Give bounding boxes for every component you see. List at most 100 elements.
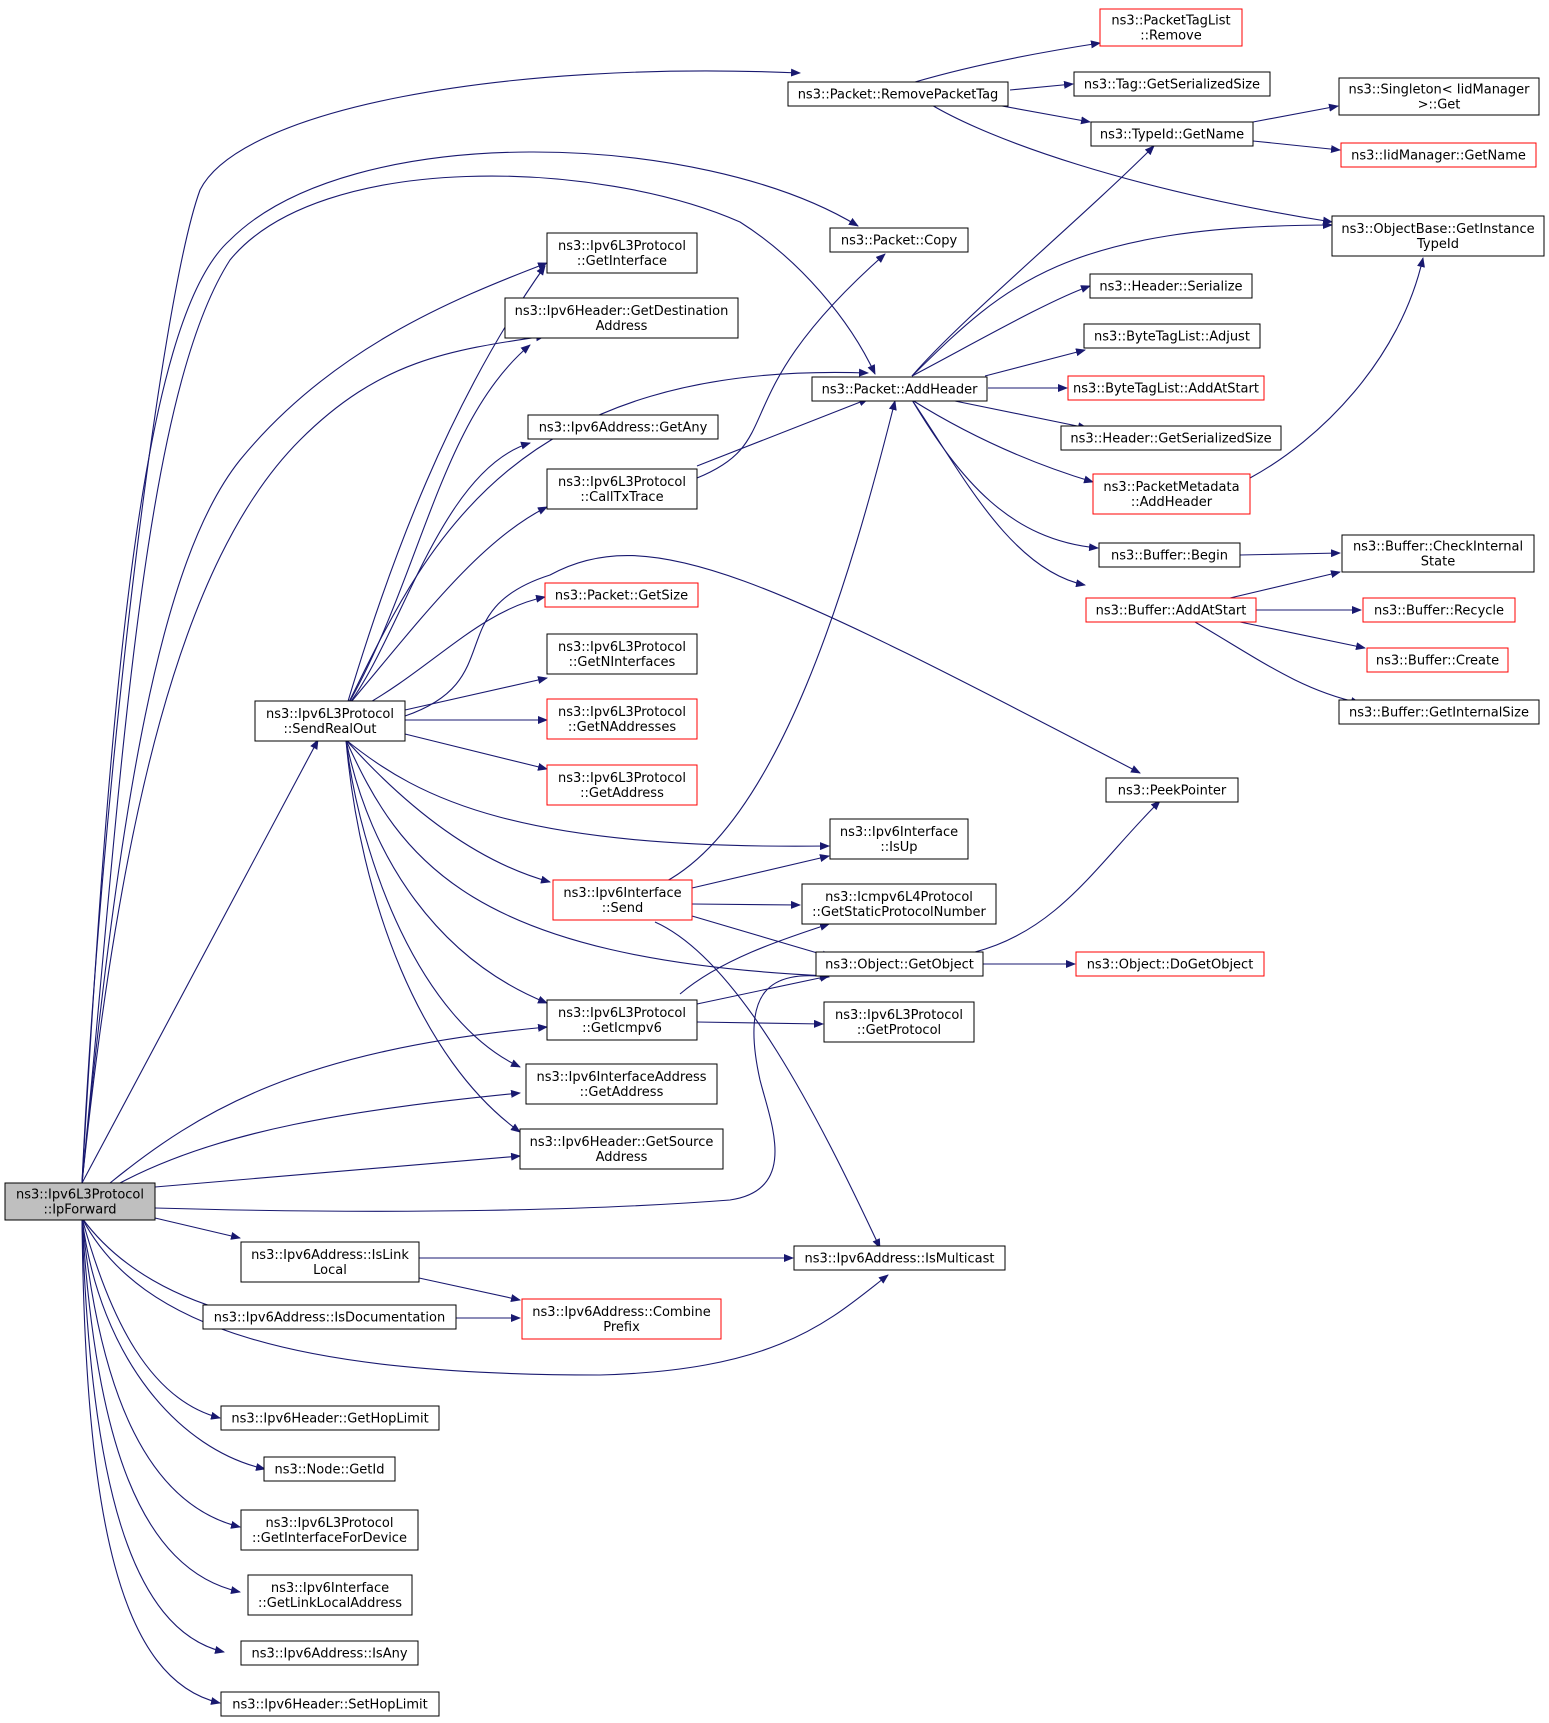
- node-getifdev[interactable]: ns3::Ipv6L3Protocol::GetInterfaceForDevi…: [240, 1509, 419, 1551]
- node-bufrecycle[interactable]: ns3::Buffer::Recycle: [1362, 597, 1516, 623]
- node-label: ns3::ByteTagList::Adjust: [1094, 330, 1250, 345]
- node-label: Prefix: [603, 1320, 640, 1335]
- edge: [154, 971, 830, 1212]
- edge: [914, 40, 1101, 83]
- edge: [1194, 621, 1361, 706]
- node-box: [1060, 425, 1282, 451]
- node-ifaddrget[interactable]: ns3::Ipv6InterfaceAddress::GetAddress: [525, 1063, 718, 1105]
- node-box: [811, 376, 988, 402]
- node-label: ns3::Ipv6L3Protocol: [558, 1006, 686, 1021]
- node-label: ns3::Ipv6L3Protocol: [835, 1008, 963, 1023]
- node-label: ::CallTxTrace: [580, 490, 663, 505]
- node-bufintsize[interactable]: ns3::Buffer::GetInternalSize: [1338, 699, 1540, 725]
- node-hdrser[interactable]: ns3::Header::Serialize: [1089, 273, 1253, 299]
- edge: [654, 921, 881, 1249]
- node-ismcast[interactable]: ns3::Ipv6Address::IsMulticast: [793, 1245, 1006, 1271]
- node-box: [1338, 699, 1540, 725]
- edge: [696, 1019, 824, 1028]
- node-getiface[interactable]: ns3::Ipv6L3Protocol::GetInterface: [546, 232, 698, 274]
- node-singleton[interactable]: ns3::Singleton< IidManager>::Get: [1338, 77, 1540, 116]
- edge: [1239, 549, 1341, 558]
- edge: [154, 1152, 521, 1188]
- node-removepkttag[interactable]: ns3::Packet::RemovePacketTag: [787, 81, 1009, 107]
- node-bufbegin[interactable]: ns3::Buffer::Begin: [1098, 542, 1241, 568]
- node-isdoc[interactable]: ns3::Ipv6Address::IsDocumentation: [202, 1304, 457, 1330]
- edge: [359, 594, 546, 709]
- node-box: [829, 227, 969, 253]
- node-pktcopy[interactable]: ns3::Packet::Copy: [829, 227, 969, 253]
- node-getnaddr[interactable]: ns3::Ipv6L3Protocol::GetNAddresses: [546, 698, 698, 740]
- node-iidname[interactable]: ns3::IidManager::GetName: [1340, 142, 1537, 168]
- node-ifaceisup[interactable]: ns3::Ipv6Interface::IsUp: [829, 818, 969, 860]
- edge: [81, 739, 319, 1184]
- node-getaddr[interactable]: ns3::Ipv6L3Protocol::GetAddress: [546, 764, 698, 806]
- node-nodeid[interactable]: ns3::Node::GetId: [263, 1456, 396, 1482]
- edge: [911, 399, 1094, 484]
- node-sethop[interactable]: ns3::Ipv6Header::SetHopLimit: [220, 1691, 440, 1717]
- edge: [974, 800, 1161, 953]
- node-box: [1075, 951, 1265, 977]
- edge: [81, 1217, 221, 1420]
- node-label: ns3::IidManager::GetName: [1351, 149, 1526, 164]
- node-peekptr[interactable]: ns3::PeekPointer: [1105, 777, 1239, 803]
- node-isany[interactable]: ns3::Ipv6Address::IsAny: [240, 1640, 419, 1666]
- node-removetag[interactable]: ns3::PacketTagList::Remove: [1099, 8, 1243, 47]
- edge: [949, 399, 1088, 431]
- node-objgetobj[interactable]: ns3::Object::GetObject: [815, 951, 984, 977]
- node-hdrsersize[interactable]: ns3::Header::GetSerializedSize: [1060, 425, 1282, 451]
- node-box: [1099, 8, 1243, 47]
- node-box: [1331, 215, 1545, 257]
- edge: [345, 739, 521, 1133]
- node-box: [525, 1063, 718, 1105]
- node-pmaddhdr[interactable]: ns3::PacketMetadata::AddHeader: [1092, 473, 1251, 515]
- node-box: [1366, 647, 1509, 673]
- node-label: ::GetStaticProtocolNumber: [812, 905, 986, 920]
- node-getlinklocal[interactable]: ns3::Ipv6Interface::GetLinkLocalAddress: [247, 1574, 413, 1616]
- edge: [154, 1217, 241, 1240]
- node-ifacesend[interactable]: ns3::Ipv6Interface::Send: [552, 879, 693, 921]
- node-box: [829, 818, 969, 860]
- node-bufaddstart[interactable]: ns3::Buffer::AddAtStart: [1085, 597, 1257, 623]
- node-getany[interactable]: ns3::Ipv6Address::GetAny: [527, 414, 719, 440]
- node-objdoget[interactable]: ns3::Object::DoGetObject: [1075, 951, 1265, 977]
- edge: [1229, 570, 1341, 599]
- node-label: ns3::Node::GetId: [275, 1463, 385, 1478]
- node-tagser[interactable]: ns3::Tag::GetSerializedSize: [1073, 71, 1271, 97]
- edge: [119, 1089, 521, 1184]
- node-box: [1105, 777, 1239, 803]
- node-gethop[interactable]: ns3::Ipv6Header::GetHopLimit: [220, 1405, 440, 1431]
- node-btladjust[interactable]: ns3::ByteTagList::Adjust: [1083, 323, 1261, 349]
- node-geticmp[interactable]: ns3::Ipv6L3Protocol::GetIcmpv6: [546, 999, 698, 1041]
- node-sendrealout[interactable]: ns3::Ipv6L3Protocol::SendRealOut: [254, 700, 406, 742]
- node-label: ns3::Buffer::GetInternalSize: [1349, 706, 1529, 721]
- node-addheader[interactable]: ns3::Packet::AddHeader: [811, 376, 988, 402]
- node-label: Address: [596, 319, 648, 334]
- edge: [929, 103, 1333, 225]
- node-icmpstatic[interactable]: ns3::Icmpv6L4Protocol::GetStaticProtocol…: [801, 883, 997, 925]
- edge: [81, 1217, 889, 1376]
- edge: [345, 506, 548, 709]
- node-calltx[interactable]: ns3::Ipv6L3Protocol::CallTxTrace: [546, 468, 698, 510]
- node-ipforward[interactable]: ns3::Ipv6L3Protocol::IpForward: [4, 1182, 156, 1221]
- node-label: ::IpForward: [43, 1203, 116, 1218]
- node-label: ::GetNAddresses: [568, 720, 676, 735]
- node-bufcreate[interactable]: ns3::Buffer::Create: [1366, 647, 1509, 673]
- node-btladdstart[interactable]: ns3::ByteTagList::AddAtStart: [1067, 375, 1265, 401]
- node-box: [1067, 375, 1265, 401]
- edge: [1252, 140, 1341, 154]
- node-pktsize[interactable]: ns3::Packet::GetSize: [544, 582, 699, 608]
- node-label: ns3::ObjectBase::GetInstance: [1341, 222, 1534, 237]
- node-getnif[interactable]: ns3::Ipv6L3Protocol::GetNInterfaces: [546, 633, 698, 675]
- node-getproto[interactable]: ns3::Ipv6L3Protocol::GetProtocol: [823, 1001, 975, 1043]
- node-box: [263, 1456, 396, 1482]
- node-label: ns3::Packet::Copy: [841, 234, 958, 249]
- node-label: ns3::Ipv6L3Protocol: [16, 1188, 144, 1203]
- node-typeidname[interactable]: ns3::TypeId::GetName: [1090, 121, 1254, 147]
- call-graph-nodes: ns3::Ipv6L3Protocol::IpForward ns3::Packe…: [4, 8, 1545, 1717]
